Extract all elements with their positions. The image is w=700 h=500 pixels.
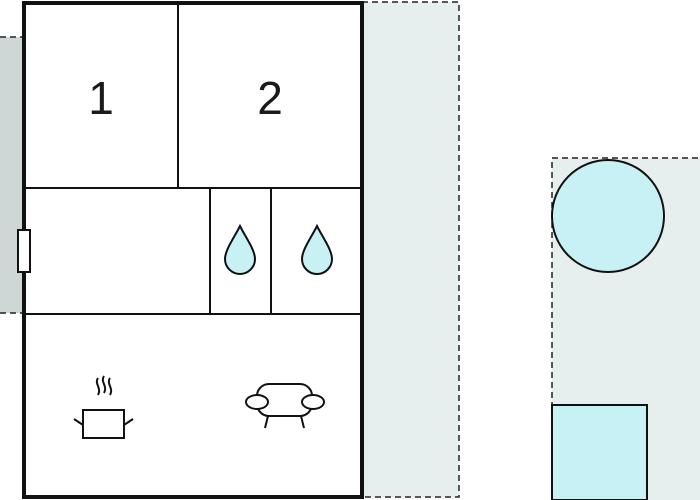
entrance-door — [17, 229, 31, 273]
bedroom-2-label: 2 — [257, 72, 283, 124]
terrace-area — [361, 1, 460, 498]
bedroom-1-label: 1 — [88, 72, 114, 124]
square-pool — [551, 404, 648, 500]
cooking-pot-icon — [73, 375, 134, 439]
water-drop-icon — [223, 223, 257, 275]
round-pool — [551, 159, 665, 273]
sofa-icon — [245, 383, 325, 429]
water-drop-icon — [300, 223, 334, 275]
